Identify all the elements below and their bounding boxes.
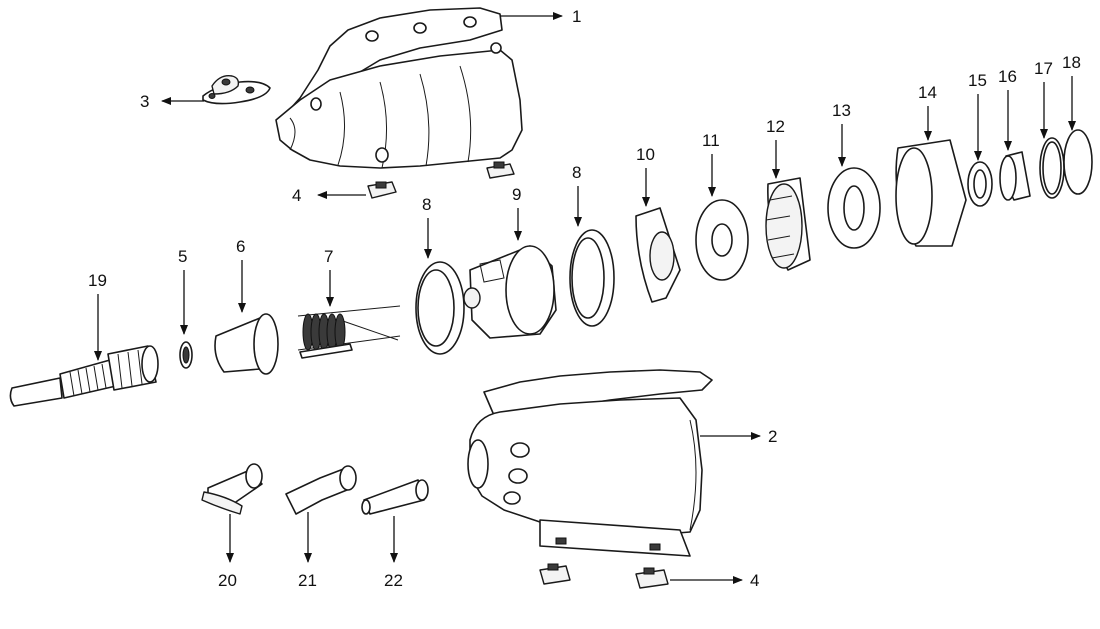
callout-3: 3: [140, 92, 204, 111]
callout-8-a: 8: [422, 195, 432, 259]
motor-part: [463, 245, 557, 339]
flat-nozzle-attachment-part: [285, 465, 357, 515]
callout-label-13: 13: [832, 101, 851, 120]
callout-label-4-lower: 4: [750, 571, 759, 590]
heater-coil-part: [297, 305, 401, 359]
foot-part-upper: [367, 161, 515, 199]
callout-label-5: 5: [178, 247, 187, 266]
callout-label-8-b: 8: [572, 163, 581, 182]
callout-label-9: 9: [512, 185, 521, 204]
callout-10: 10: [636, 145, 655, 207]
callout-2: 2: [700, 427, 777, 446]
end-cap-part: [895, 139, 967, 247]
callout-label-11: 11: [702, 131, 720, 150]
callout-label-18: 18: [1062, 53, 1081, 72]
callout-17: 17: [1034, 59, 1053, 139]
callout-1: 1: [500, 7, 581, 26]
round-nozzle-attachment-part: [361, 479, 429, 515]
sleeve-part: [999, 151, 1031, 201]
callout-label-12: 12: [766, 117, 785, 136]
callout-label-22: 22: [384, 571, 403, 590]
callout-8-b: 8: [572, 163, 582, 227]
callout-label-6: 6: [236, 237, 245, 256]
callout-label-7: 7: [324, 247, 333, 266]
grille-part: [179, 341, 193, 369]
callout-6: 6: [236, 237, 246, 313]
gasket-part-b: [569, 229, 615, 327]
callout-19: 19: [88, 271, 107, 361]
fan-plate-part: [635, 207, 681, 303]
button-part: [202, 75, 271, 105]
callout-label-15: 15: [968, 71, 987, 90]
thread-ring-part: [967, 161, 993, 207]
callout-11: 11: [702, 131, 720, 197]
callout-21: 21: [298, 512, 317, 590]
callout-4-upper: 4: [292, 186, 366, 205]
callout-label-19: 19: [88, 271, 107, 290]
callout-label-21: 21: [298, 571, 317, 590]
callout-9: 9: [512, 185, 522, 241]
callout-15: 15: [968, 71, 987, 161]
filter-cage-part: [765, 177, 811, 271]
callout-label-3: 3: [140, 92, 149, 111]
cover-part: [1063, 129, 1093, 195]
hose-part: [9, 345, 159, 407]
callout-label-2: 2: [768, 427, 777, 446]
callout-label-1: 1: [572, 7, 581, 26]
callout-label-16: 16: [998, 67, 1017, 86]
callout-label-10: 10: [636, 145, 655, 164]
callout-label-4-upper: 4: [292, 186, 301, 205]
foot-part-lower: [539, 563, 669, 589]
brush-attachment-part: [201, 463, 263, 515]
ring-part-11: [695, 199, 749, 281]
callout-label-14: 14: [918, 83, 937, 102]
upper-housing-part: [275, 7, 523, 169]
cone-part: [214, 313, 279, 375]
callout-label-20: 20: [218, 571, 237, 590]
callout-18: 18: [1062, 53, 1081, 131]
foam-ring-part: [827, 167, 881, 249]
gasket-part-a: [415, 261, 465, 355]
o-ring-part: [1039, 137, 1065, 199]
callout-7: 7: [324, 247, 334, 307]
callout-label-17: 17: [1034, 59, 1053, 78]
callout-4-lower: 4: [670, 571, 759, 590]
callout-13: 13: [832, 101, 851, 167]
lower-housing-part: [467, 369, 713, 557]
callout-16: 16: [998, 67, 1017, 151]
callout-14: 14: [918, 83, 937, 141]
callout-label-8-a: 8: [422, 195, 431, 214]
callout-20: 20: [218, 514, 237, 590]
callout-5: 5: [178, 247, 188, 335]
callout-12: 12: [766, 117, 785, 179]
callout-22: 22: [384, 516, 403, 590]
